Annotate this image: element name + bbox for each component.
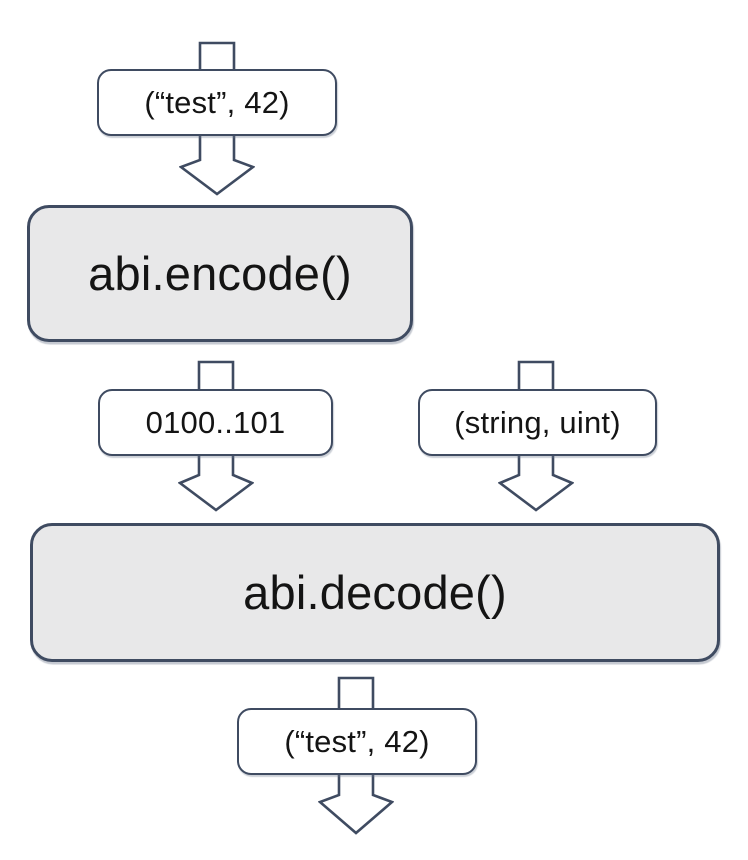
types-tuple-label: (string, uint) xyxy=(418,389,657,456)
abi-encode-process-box: abi.encode() xyxy=(27,205,413,342)
output-tuple-label: (“test”, 42) xyxy=(237,708,477,775)
input-tuple-label: (“test”, 42) xyxy=(97,69,337,136)
abi-decode-process-box: abi.decode() xyxy=(30,523,720,662)
encoded-bytes-label: 0100..101 xyxy=(98,389,333,456)
